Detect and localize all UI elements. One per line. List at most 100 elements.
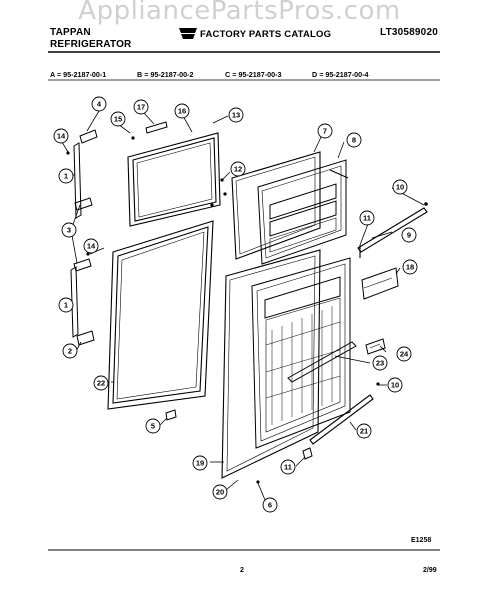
callout-circle bbox=[387, 377, 403, 393]
callout-label: 15 bbox=[114, 115, 122, 124]
callout-18: 18 bbox=[402, 259, 418, 275]
callout-7: 7 bbox=[317, 123, 333, 139]
callout-1: 1 bbox=[58, 297, 74, 313]
callout-circle bbox=[212, 484, 228, 500]
callout-label: 18 bbox=[406, 263, 414, 272]
callout-label: 14 bbox=[87, 242, 96, 251]
callout-label: 6 bbox=[268, 501, 272, 510]
callout-label: 10 bbox=[396, 183, 404, 192]
callout-label: 9 bbox=[407, 231, 411, 240]
callout-label: 8 bbox=[352, 136, 356, 145]
callout-circle bbox=[402, 259, 418, 275]
callout-circle bbox=[145, 418, 161, 434]
catalog-date: 2/99 bbox=[423, 567, 437, 574]
brand-line-1: TAPPAN bbox=[50, 27, 91, 38]
callout-19: 19 bbox=[192, 455, 208, 471]
callout-circle bbox=[83, 238, 99, 254]
door-shelf-bar bbox=[357, 207, 428, 258]
callout-label: 22 bbox=[97, 379, 105, 388]
callout-14: 14 bbox=[83, 238, 99, 254]
callout-circle bbox=[396, 346, 412, 362]
freezer-handle bbox=[73, 142, 82, 219]
lower-shelf-bar bbox=[309, 394, 374, 445]
dairy-door bbox=[361, 267, 399, 300]
callout-3: 3 bbox=[61, 222, 77, 238]
callout-circle bbox=[53, 128, 69, 144]
model-code-d: D = 95-2187-00-4 bbox=[312, 70, 369, 79]
callout-5: 5 bbox=[145, 418, 161, 434]
callout-circle bbox=[359, 210, 375, 226]
frigidaire-logo bbox=[178, 25, 198, 42]
callout-label: 17 bbox=[137, 103, 145, 112]
callout-label: 12 bbox=[234, 165, 242, 174]
figure-code: E1258 bbox=[411, 537, 432, 544]
callout-label: 4 bbox=[97, 100, 102, 109]
fresh-food-door-liner bbox=[251, 257, 351, 449]
freezer-door-liner bbox=[257, 159, 349, 265]
fresh-food-handle bbox=[70, 266, 79, 338]
callout-10: 10 bbox=[387, 377, 403, 393]
model-code-c: C = 95-2187-00-3 bbox=[225, 70, 282, 79]
callout-12: 12 bbox=[230, 161, 246, 177]
callout-label: 21 bbox=[360, 427, 368, 436]
callout-15: 15 bbox=[110, 111, 126, 127]
callout-circle bbox=[346, 132, 362, 148]
cam-11-lower bbox=[302, 447, 313, 460]
callout-circle bbox=[91, 96, 107, 112]
callout-2: 2 bbox=[62, 343, 78, 359]
callout-circle bbox=[133, 99, 149, 115]
callout-label: 2 bbox=[68, 347, 72, 356]
callout-23: 23 bbox=[372, 355, 388, 371]
callout-label: 24 bbox=[400, 350, 409, 359]
callout-circle bbox=[317, 123, 333, 139]
hinge-lower bbox=[76, 330, 95, 346]
callout-circle bbox=[192, 455, 208, 471]
callout-label: 3 bbox=[67, 226, 71, 235]
callout-circle bbox=[93, 375, 109, 391]
callout-circle bbox=[392, 179, 408, 195]
callout-circle bbox=[228, 107, 244, 123]
callout-label: 13 bbox=[232, 111, 240, 120]
model-code-a: A = 95-2187-00-1 bbox=[50, 70, 107, 79]
callout-6: 6 bbox=[262, 497, 278, 513]
callout-11: 11 bbox=[359, 210, 375, 226]
callout-21: 21 bbox=[356, 423, 372, 439]
callout-label: 16 bbox=[178, 107, 186, 116]
callout-label: 1 bbox=[64, 301, 68, 310]
bottom-shelf bbox=[287, 341, 357, 383]
hinge-center-lower bbox=[73, 258, 92, 272]
model-code-b: B = 95-2187-00-2 bbox=[137, 70, 194, 79]
fresh-food-gasket bbox=[107, 220, 214, 410]
callout-circle bbox=[58, 297, 74, 313]
callout-20: 20 bbox=[212, 484, 228, 500]
callout-label: 5 bbox=[151, 422, 155, 431]
callout-label: 14 bbox=[57, 132, 66, 141]
callout-label: 23 bbox=[376, 359, 384, 368]
catalog-title: FACTORY PARTS CATALOG bbox=[200, 29, 332, 40]
callout-24: 24 bbox=[396, 346, 412, 362]
callout-label: 7 bbox=[323, 127, 327, 136]
callout-17: 17 bbox=[133, 99, 149, 115]
callout-4: 4 bbox=[91, 96, 107, 112]
bracket-24 bbox=[365, 338, 386, 355]
callout-circle bbox=[58, 168, 74, 184]
callout-label: 10 bbox=[391, 381, 399, 390]
freezer-door-outer bbox=[231, 151, 321, 260]
callout-circle bbox=[61, 222, 77, 238]
callout-circle bbox=[262, 497, 278, 513]
hinge-center bbox=[74, 197, 93, 211]
brand-line-2: REFRIGERATOR bbox=[50, 39, 132, 50]
fasteners bbox=[66, 136, 428, 484]
callout-13: 13 bbox=[228, 107, 244, 123]
callout-8: 8 bbox=[346, 132, 362, 148]
callout-14: 14 bbox=[53, 128, 69, 144]
callout-22: 22 bbox=[93, 375, 109, 391]
callout-label: 19 bbox=[196, 459, 204, 468]
model-number: LT30589020 bbox=[380, 27, 438, 38]
page-number: 2 bbox=[240, 567, 244, 574]
callout-circle bbox=[356, 423, 372, 439]
callout-9: 9 bbox=[401, 227, 417, 243]
callout-11: 11 bbox=[280, 459, 296, 475]
callout-label: 20 bbox=[216, 488, 224, 497]
